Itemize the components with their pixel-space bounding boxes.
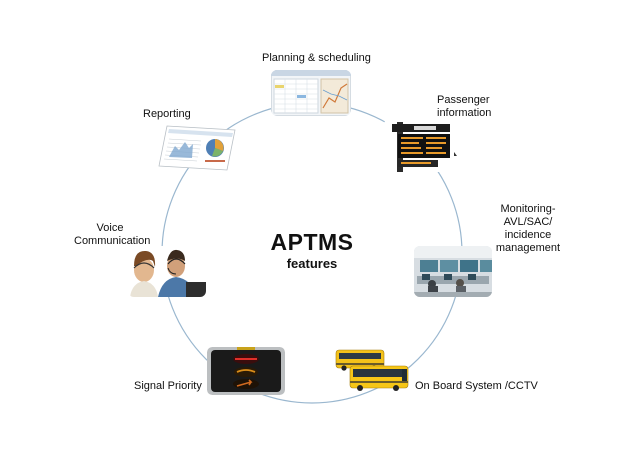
label-signal: Signal Priority <box>134 380 202 392</box>
buses-icon <box>334 346 410 392</box>
label-voice: Voice Communication <box>74 222 151 247</box>
label-planning: Planning & scheduling <box>262 52 371 64</box>
headset-operators-icon <box>128 246 206 297</box>
report-document-icon <box>157 122 237 172</box>
diagram-title: APTMS <box>270 229 354 255</box>
label-monitoring: Monitoring- AVL/SAC/ incidence managemen… <box>495 203 561 254</box>
label-passenger: Passenger information <box>437 94 492 119</box>
departure-board-icon <box>384 120 464 172</box>
traffic-signal-icon <box>207 347 285 395</box>
control-room-icon <box>414 246 492 297</box>
label-reporting: Reporting <box>143 108 191 120</box>
diagram-subtitle: features <box>286 256 338 271</box>
label-onboard: On Board System /CCTV <box>415 380 538 392</box>
schedule-screenshot-icon <box>271 70 351 116</box>
